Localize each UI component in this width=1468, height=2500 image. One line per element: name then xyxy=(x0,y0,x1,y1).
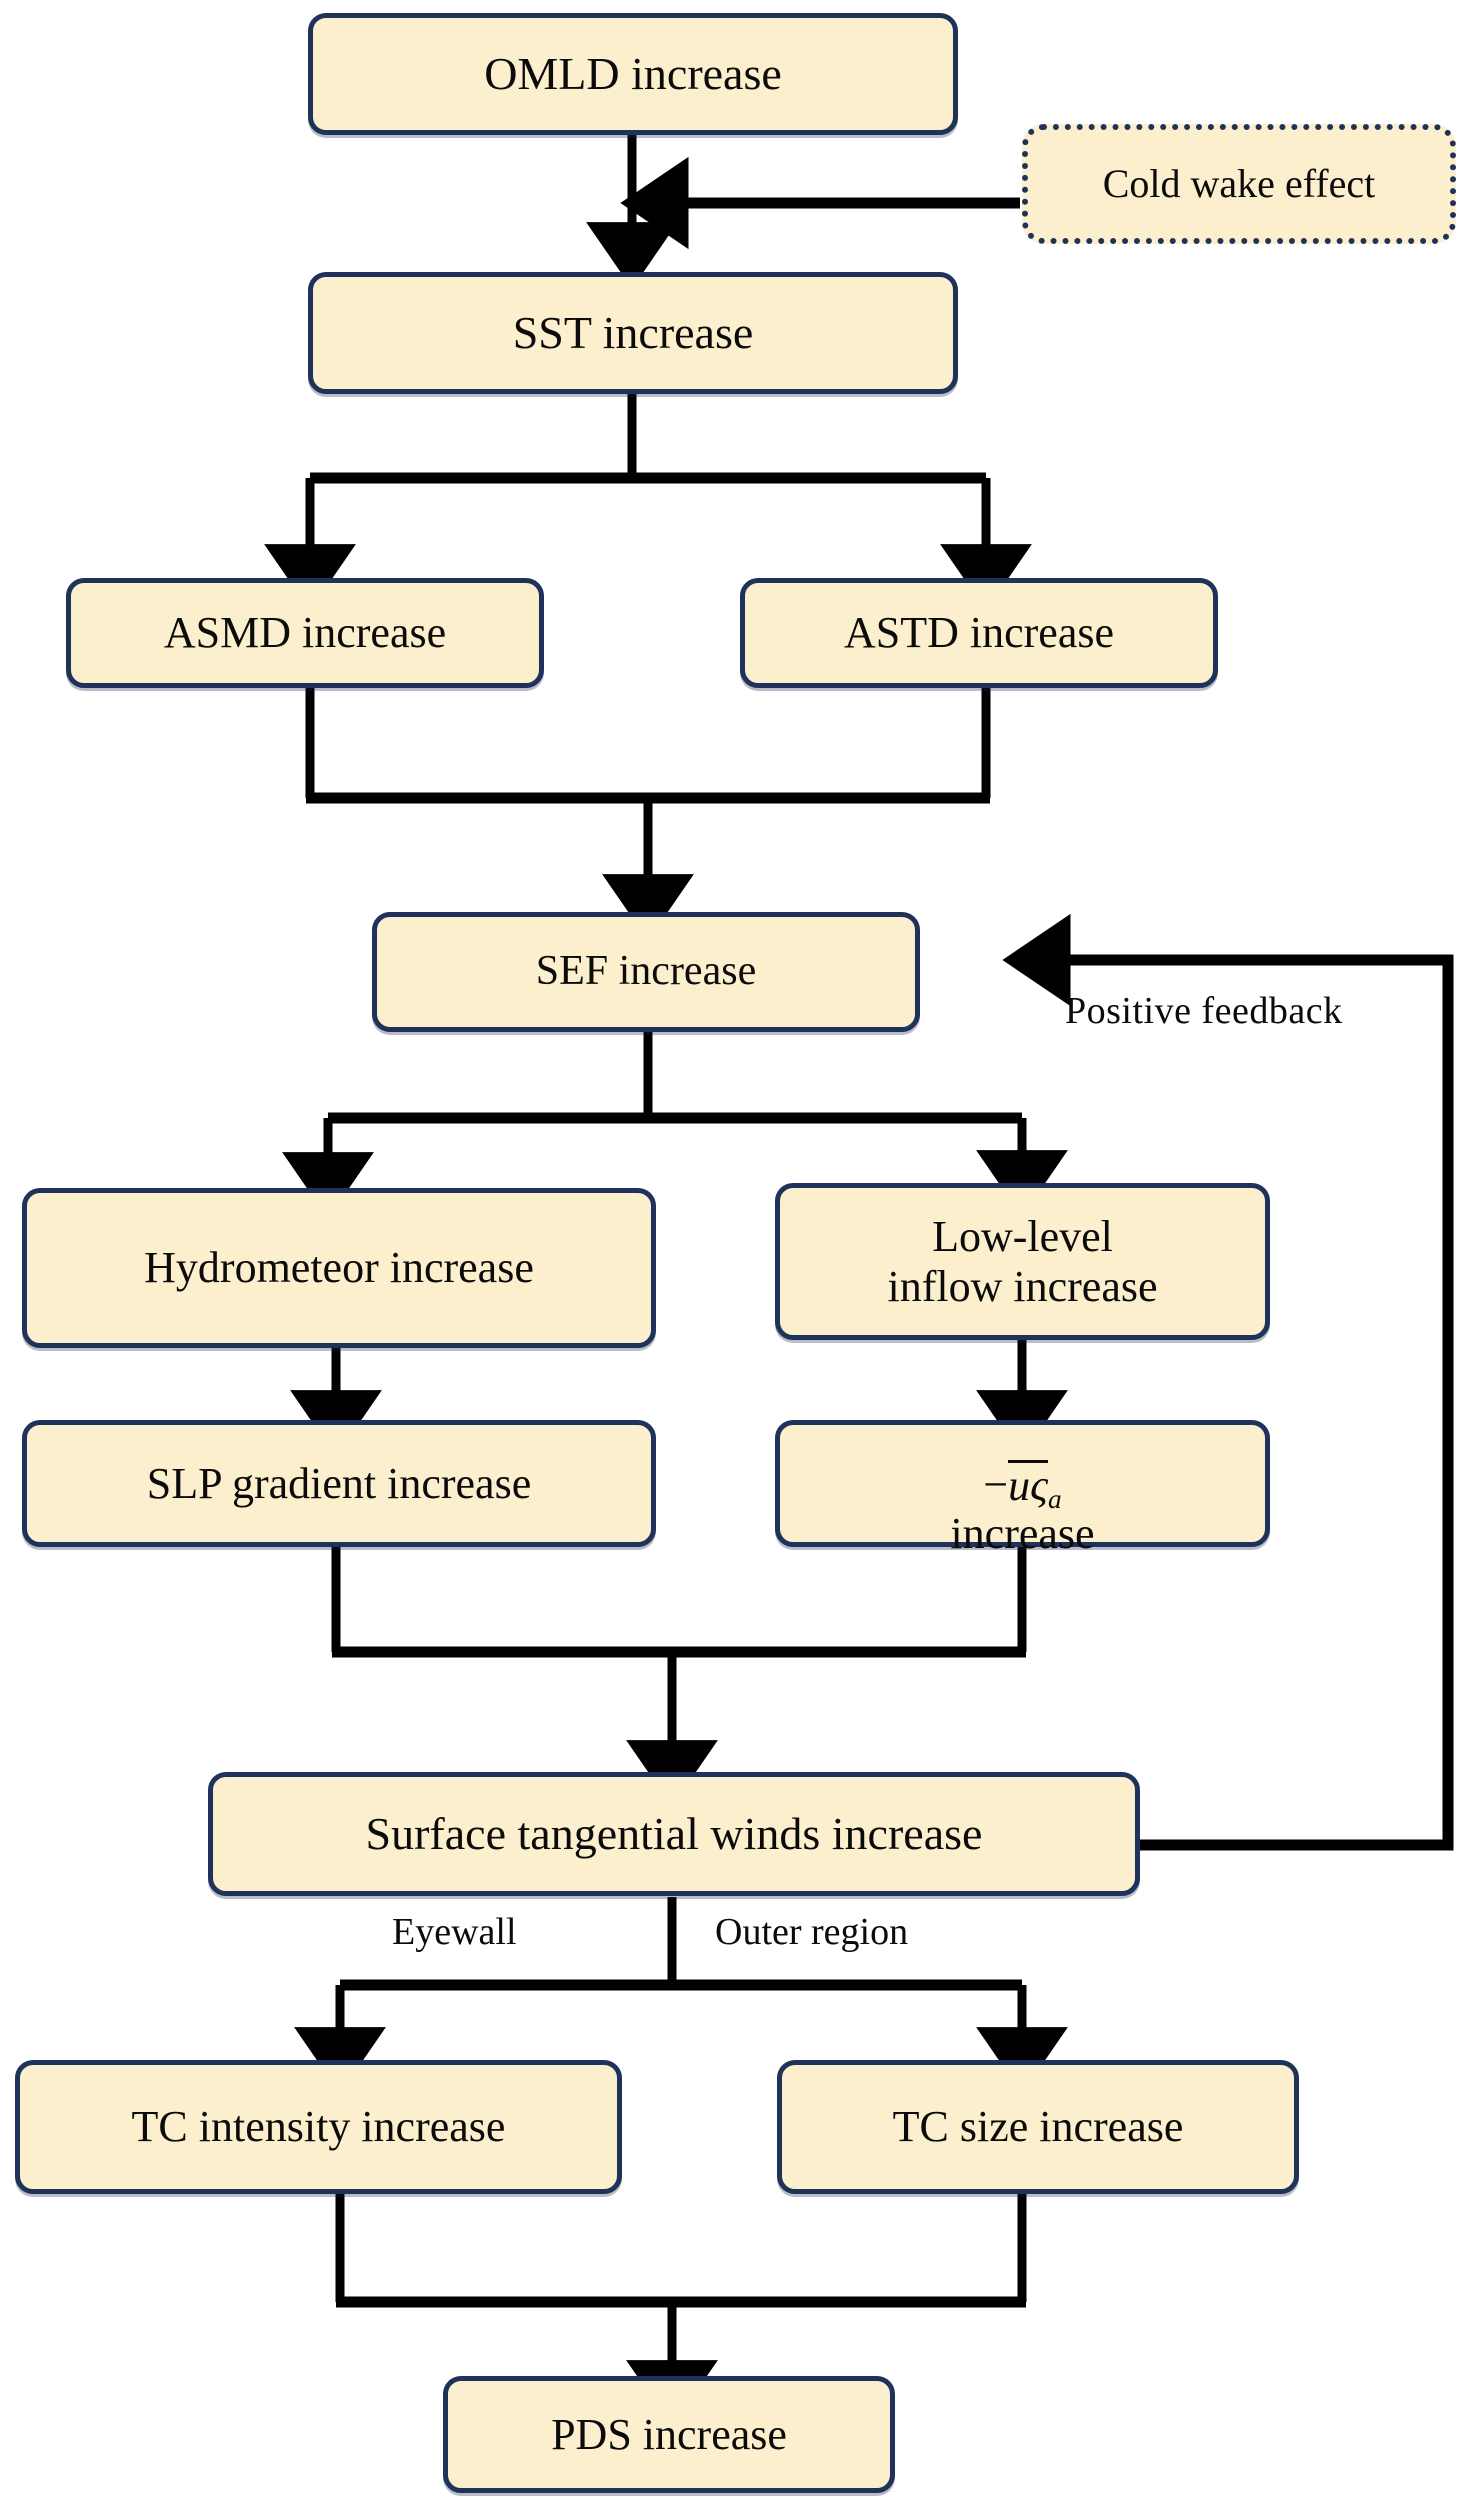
node-omld-increase[interactable]: OMLD increase xyxy=(308,13,958,135)
node-hydrometeor-increase[interactable]: Hydrometeor increase xyxy=(22,1188,656,1348)
node-label: Low-level inflow increase xyxy=(887,1212,1158,1311)
node-label: SEF increase xyxy=(535,948,757,995)
node-label: ASMD increase xyxy=(163,608,447,658)
node-cold-wake-effect[interactable]: Cold wake effect xyxy=(1022,124,1456,244)
node-asmd-increase[interactable]: ASMD increase xyxy=(66,578,544,688)
node-label: OMLD increase xyxy=(484,48,782,100)
node-label: ASTD increase xyxy=(843,608,1114,658)
node-label: Cold wake effect xyxy=(1102,160,1376,206)
node-astd-increase[interactable]: ASTD increase xyxy=(740,578,1218,688)
node-label: SLP gradient increase xyxy=(146,1458,532,1508)
node-tc-intensity-increase[interactable]: TC intensity increase xyxy=(15,2060,622,2194)
edge-label-eyewall: Eyewall xyxy=(392,1911,517,1953)
math-overbar-terms: uς xyxy=(1008,1459,1049,1510)
math-suffix: increase xyxy=(950,1509,1095,1559)
math-minus-sign: − xyxy=(983,1459,1009,1509)
node-label: Hydrometeor increase xyxy=(144,1243,534,1293)
node-pds-increase[interactable]: PDS increase xyxy=(443,2376,895,2493)
node-slp-gradient-increase[interactable]: SLP gradient increase xyxy=(22,1420,656,1547)
node-label: TC intensity increase xyxy=(131,2102,506,2152)
node-label: TC size increase xyxy=(892,2102,1184,2152)
node-sst-increase[interactable]: SST increase xyxy=(308,272,958,394)
edge-label-outer-region: Outer region xyxy=(715,1911,909,1953)
node-label: Surface tangential winds increase xyxy=(365,1808,983,1860)
edge-label-positive-feedback: Positive feedback xyxy=(1065,990,1343,1032)
node-label: PDS increase xyxy=(551,2409,787,2459)
node-low-level-inflow-increase[interactable]: Low-level inflow increase xyxy=(775,1183,1270,1340)
node-tc-size-increase[interactable]: TC size increase xyxy=(777,2060,1299,2194)
node-sef-increase[interactable]: SEF increase xyxy=(372,912,920,1032)
math-subscript: a xyxy=(1048,1483,1062,1514)
node-label: SST increase xyxy=(512,307,754,359)
node-surface-tangential-winds-increase[interactable]: Surface tangential winds increase xyxy=(208,1772,1140,1896)
